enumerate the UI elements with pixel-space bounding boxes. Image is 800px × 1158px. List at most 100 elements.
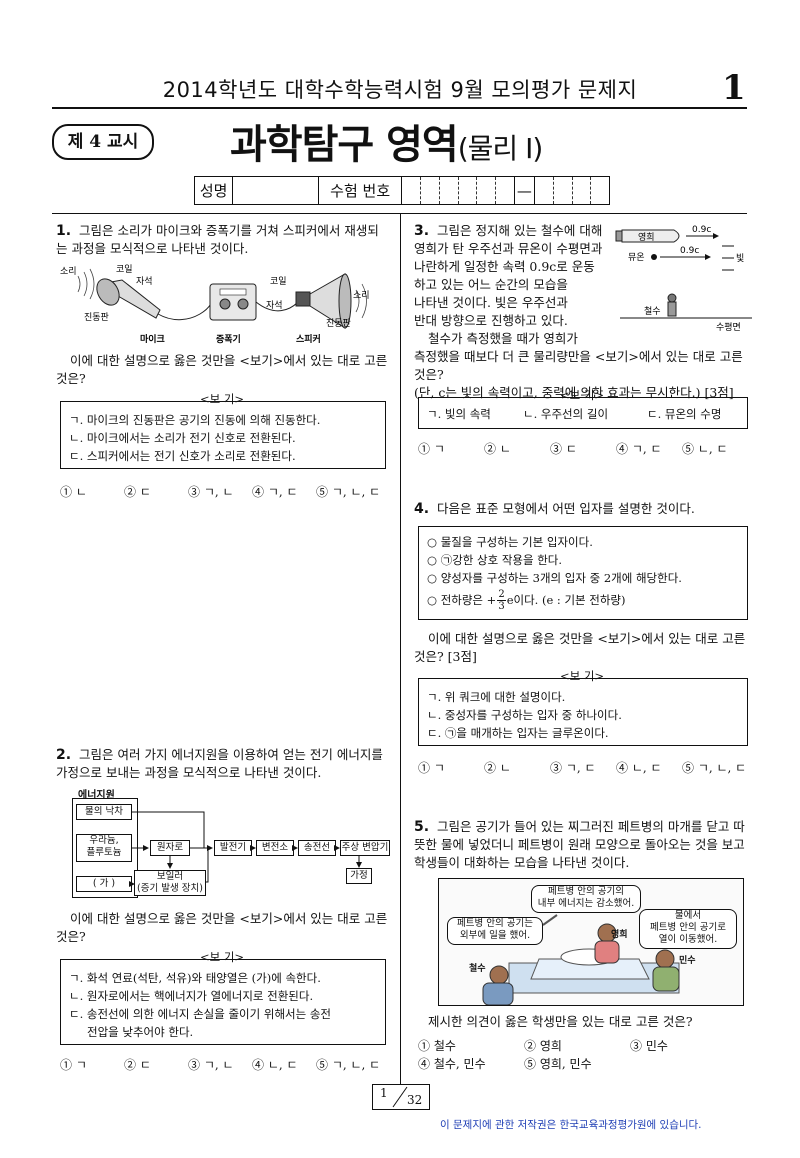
q3-option[interactable]: ⑤ ㄴ, ㄷ — [682, 442, 728, 456]
exam-no-digit[interactable] — [459, 177, 478, 204]
name-label: 성명 — [195, 177, 234, 204]
exam-no-digit[interactable] — [591, 177, 609, 204]
q2-bogi-box: ㄱ. 화석 연료(석탄, 석유)와 태양열은 (가)에 속한다. ㄴ. 원자로에… — [60, 959, 386, 1045]
question-2-text: 2. 그림은 여러 가지 에너지원을 이용하여 얻는 전기 에너지를 가정으로 … — [56, 747, 383, 780]
q2-bogi-item: ㄷ. 송전선에 의한 에너지 손실을 줄이기 위해서는 송전 — [69, 1007, 332, 1021]
q3-bogi-item: ㄱ. 빛의 속력 — [427, 407, 491, 421]
q2-bogi-item: ㄱ. 화석 연료(석탄, 석유)와 태양열은 (가)에 속한다. — [69, 971, 321, 985]
q5-option[interactable]: ① 철수 — [418, 1039, 456, 1053]
q5-option[interactable]: ③ 민수 — [630, 1039, 668, 1053]
exam-no-digit[interactable] — [440, 177, 459, 204]
column-separator — [400, 214, 401, 1084]
q3-bogi-title: <보 기> — [559, 388, 605, 402]
q4-bogi-item: ㄱ. 위 쿼크에 대한 설명이다. — [427, 690, 566, 704]
q1-bogi-item: ㄱ. 마이크의 진동판은 공기의 진동에 의해 진동한다. — [69, 413, 321, 427]
name-field[interactable] — [233, 177, 319, 204]
spaceship-muon-figure: 영희 0.9c 뮤온 0.9c 빛 철수 수평면 — [615, 225, 752, 333]
q4-option[interactable]: ① ㄱ — [418, 761, 445, 775]
q4-option[interactable]: ② ㄴ — [484, 761, 511, 775]
label-magnet: 자석 — [136, 276, 153, 287]
question-5-prompt: 제시한 의견이 옳은 학생만을 있는 대로 고른 것은? — [428, 1014, 693, 1029]
q2-bogi-item: 전압을 낮추어야 한다. — [87, 1025, 194, 1039]
q1-option[interactable]: ③ ㄱ, ㄴ — [188, 485, 234, 499]
label-magnet2: 자석 — [266, 300, 283, 311]
q1-option[interactable]: ② ㄷ — [124, 485, 151, 499]
question-1-text: 1. 그림은 소리가 마이크와 증폭기를 거쳐 스피커에서 재생되는 과정을 모… — [56, 223, 379, 256]
q4-bogi-item: ㄴ. 중성자를 구성하는 입자 중 하나이다. — [427, 708, 622, 722]
microphone-icon — [77, 268, 213, 321]
energy-source-title: 에너지원 — [78, 790, 115, 801]
exam-no-dash: — — [515, 177, 536, 204]
label-speed1: 0.9c — [692, 225, 711, 235]
q4-bogi-box: ㄱ. 위 쿼크에 대한 설명이다. ㄴ. 중성자를 구성하는 입자 중 하나이다… — [418, 678, 748, 746]
label-sound2: 소리 — [353, 290, 370, 301]
q1-option[interactable]: ⑤ ㄱ, ㄴ, ㄷ — [316, 485, 381, 499]
question-1-prompt: 이에 대한 설명으로 옳은 것만을 <보기>에서 있는 대로 고른 것은? — [56, 353, 388, 386]
q2-bogi-item: ㄴ. 원자로에서는 핵에너지가 열에너지로 전환된다. — [69, 989, 314, 1003]
name-younghee: 영희 — [611, 930, 628, 940]
q4-option[interactable]: ⑤ ㄱ, ㄴ, ㄷ — [682, 761, 747, 775]
exam-no-digit[interactable] — [496, 177, 515, 204]
page-counter: 1 32 — [372, 1084, 430, 1110]
current-page: 1 — [380, 1086, 388, 1100]
q4-info-item: ○ 양성자를 구성하는 3개의 입자 중 2개에 해당한다. — [427, 571, 682, 585]
spaceship-icon — [615, 229, 680, 243]
label-ground: 수평면 — [716, 322, 741, 333]
q2-option[interactable]: ⑤ ㄱ, ㄴ, ㄷ — [316, 1058, 381, 1072]
muon-dot — [651, 254, 657, 260]
q5-option[interactable]: ⑤ 영희, 민수 — [524, 1057, 592, 1071]
page-number: 1 — [722, 68, 746, 108]
q3-option[interactable]: ④ ㄱ, ㄷ — [616, 442, 662, 456]
q2-bogi-title: <보 기> — [199, 950, 245, 964]
name-minsu: 민수 — [679, 956, 696, 966]
q3-option[interactable]: ③ ㄷ — [550, 442, 577, 456]
water-fall-box: 물의 낙차 — [76, 804, 132, 820]
label-diaphragm2: 진동판 — [326, 318, 351, 329]
q4-option[interactable]: ④ ㄴ, ㄷ — [616, 761, 662, 775]
question-2-prompt: 이에 대한 설명으로 옳은 것만을 <보기>에서 있는 대로 고른 것은? — [56, 911, 388, 944]
q1-option[interactable]: ④ ㄱ, ㄷ — [252, 485, 298, 499]
label-light: 빛 — [736, 253, 744, 264]
exam-no-digit[interactable] — [573, 177, 592, 204]
classroom-scene — [482, 914, 680, 1005]
q5-option[interactable]: ④ 철수, 민수 — [418, 1057, 486, 1071]
exam-no-digit[interactable] — [554, 177, 573, 204]
energy-flow-arrows — [129, 811, 362, 887]
q5-option[interactable]: ② 영희 — [524, 1039, 562, 1053]
bubble-younghee: 페트병 안의 공기의 내부 에너지는 감소했어. — [531, 885, 641, 913]
q1-bogi-item: ㄷ. 스피커에서는 전기 신호가 소리로 전환된다. — [69, 449, 296, 463]
exam-no-digit[interactable] — [402, 177, 422, 204]
energy-flow-diagram: 에너지원 물의 낙차 우라늄, 플루토늄 ( 가 ) 원자로 보일러 (증기 발… — [72, 786, 392, 898]
transformer-box: 주상 변압기 — [340, 840, 390, 856]
question-5-text: 5. 그림은 공기가 들어 있는 찌그러진 페트병의 마개를 닫고 따뜻한 물에… — [414, 819, 745, 870]
q4-info-box: ○ 물질을 구성하는 기본 입자이다. ○ ㉠강한 상호 작용을 한다. ○ 양… — [418, 526, 748, 620]
q2-option[interactable]: ③ ㄱ, ㄴ — [188, 1058, 234, 1072]
label-cheolsu: 철수 — [644, 306, 661, 317]
subject-title: 과학탐구 영역(물리 I) — [230, 112, 543, 170]
students-discussion-figure: 페트병 안의 공기의 내부 에너지는 감소했어. 페트병 안의 공기는 외부에 … — [438, 878, 744, 1006]
exam-no-digit[interactable] — [535, 177, 554, 204]
q3-bogi-item: ㄷ. 뮤온의 수명 — [647, 407, 722, 421]
exam-no-digit[interactable] — [421, 177, 440, 204]
person-icon — [667, 293, 677, 317]
exam-no-digit[interactable] — [477, 177, 496, 204]
uranium-box: 우라늄, 플루토늄 — [76, 834, 132, 862]
label-diaphragm: 진동판 — [84, 312, 109, 323]
label-coil2: 코일 — [270, 276, 287, 287]
label-younghee: 영희 — [638, 231, 655, 243]
question-4-text: 4. 다음은 표준 모형에서 어떤 입자를 설명한 것이다. — [414, 501, 695, 517]
label-muon: 뮤온 — [628, 252, 645, 263]
q3-option[interactable]: ① ㄱ — [418, 442, 445, 456]
header-rule — [52, 107, 747, 109]
label-speaker: 스피커 — [296, 333, 321, 345]
session-badge: 제 4 교시 — [52, 124, 154, 160]
page-slash — [392, 1086, 408, 1108]
q4-option[interactable]: ③ ㄱ, ㄷ — [550, 761, 596, 775]
q2-option[interactable]: ① ㄱ — [60, 1058, 87, 1072]
q2-option[interactable]: ④ ㄴ, ㄷ — [252, 1058, 298, 1072]
label-coil: 코일 — [116, 264, 133, 275]
q3-option[interactable]: ② ㄴ — [484, 442, 511, 456]
q2-option[interactable]: ② ㄷ — [124, 1058, 151, 1072]
q5-options: ① 철수 ② 영희 ③ 민수 ④ 철수, 민수 ⑤ 영희, 민수 — [418, 1037, 758, 1073]
q1-option[interactable]: ① ㄴ — [60, 485, 87, 499]
